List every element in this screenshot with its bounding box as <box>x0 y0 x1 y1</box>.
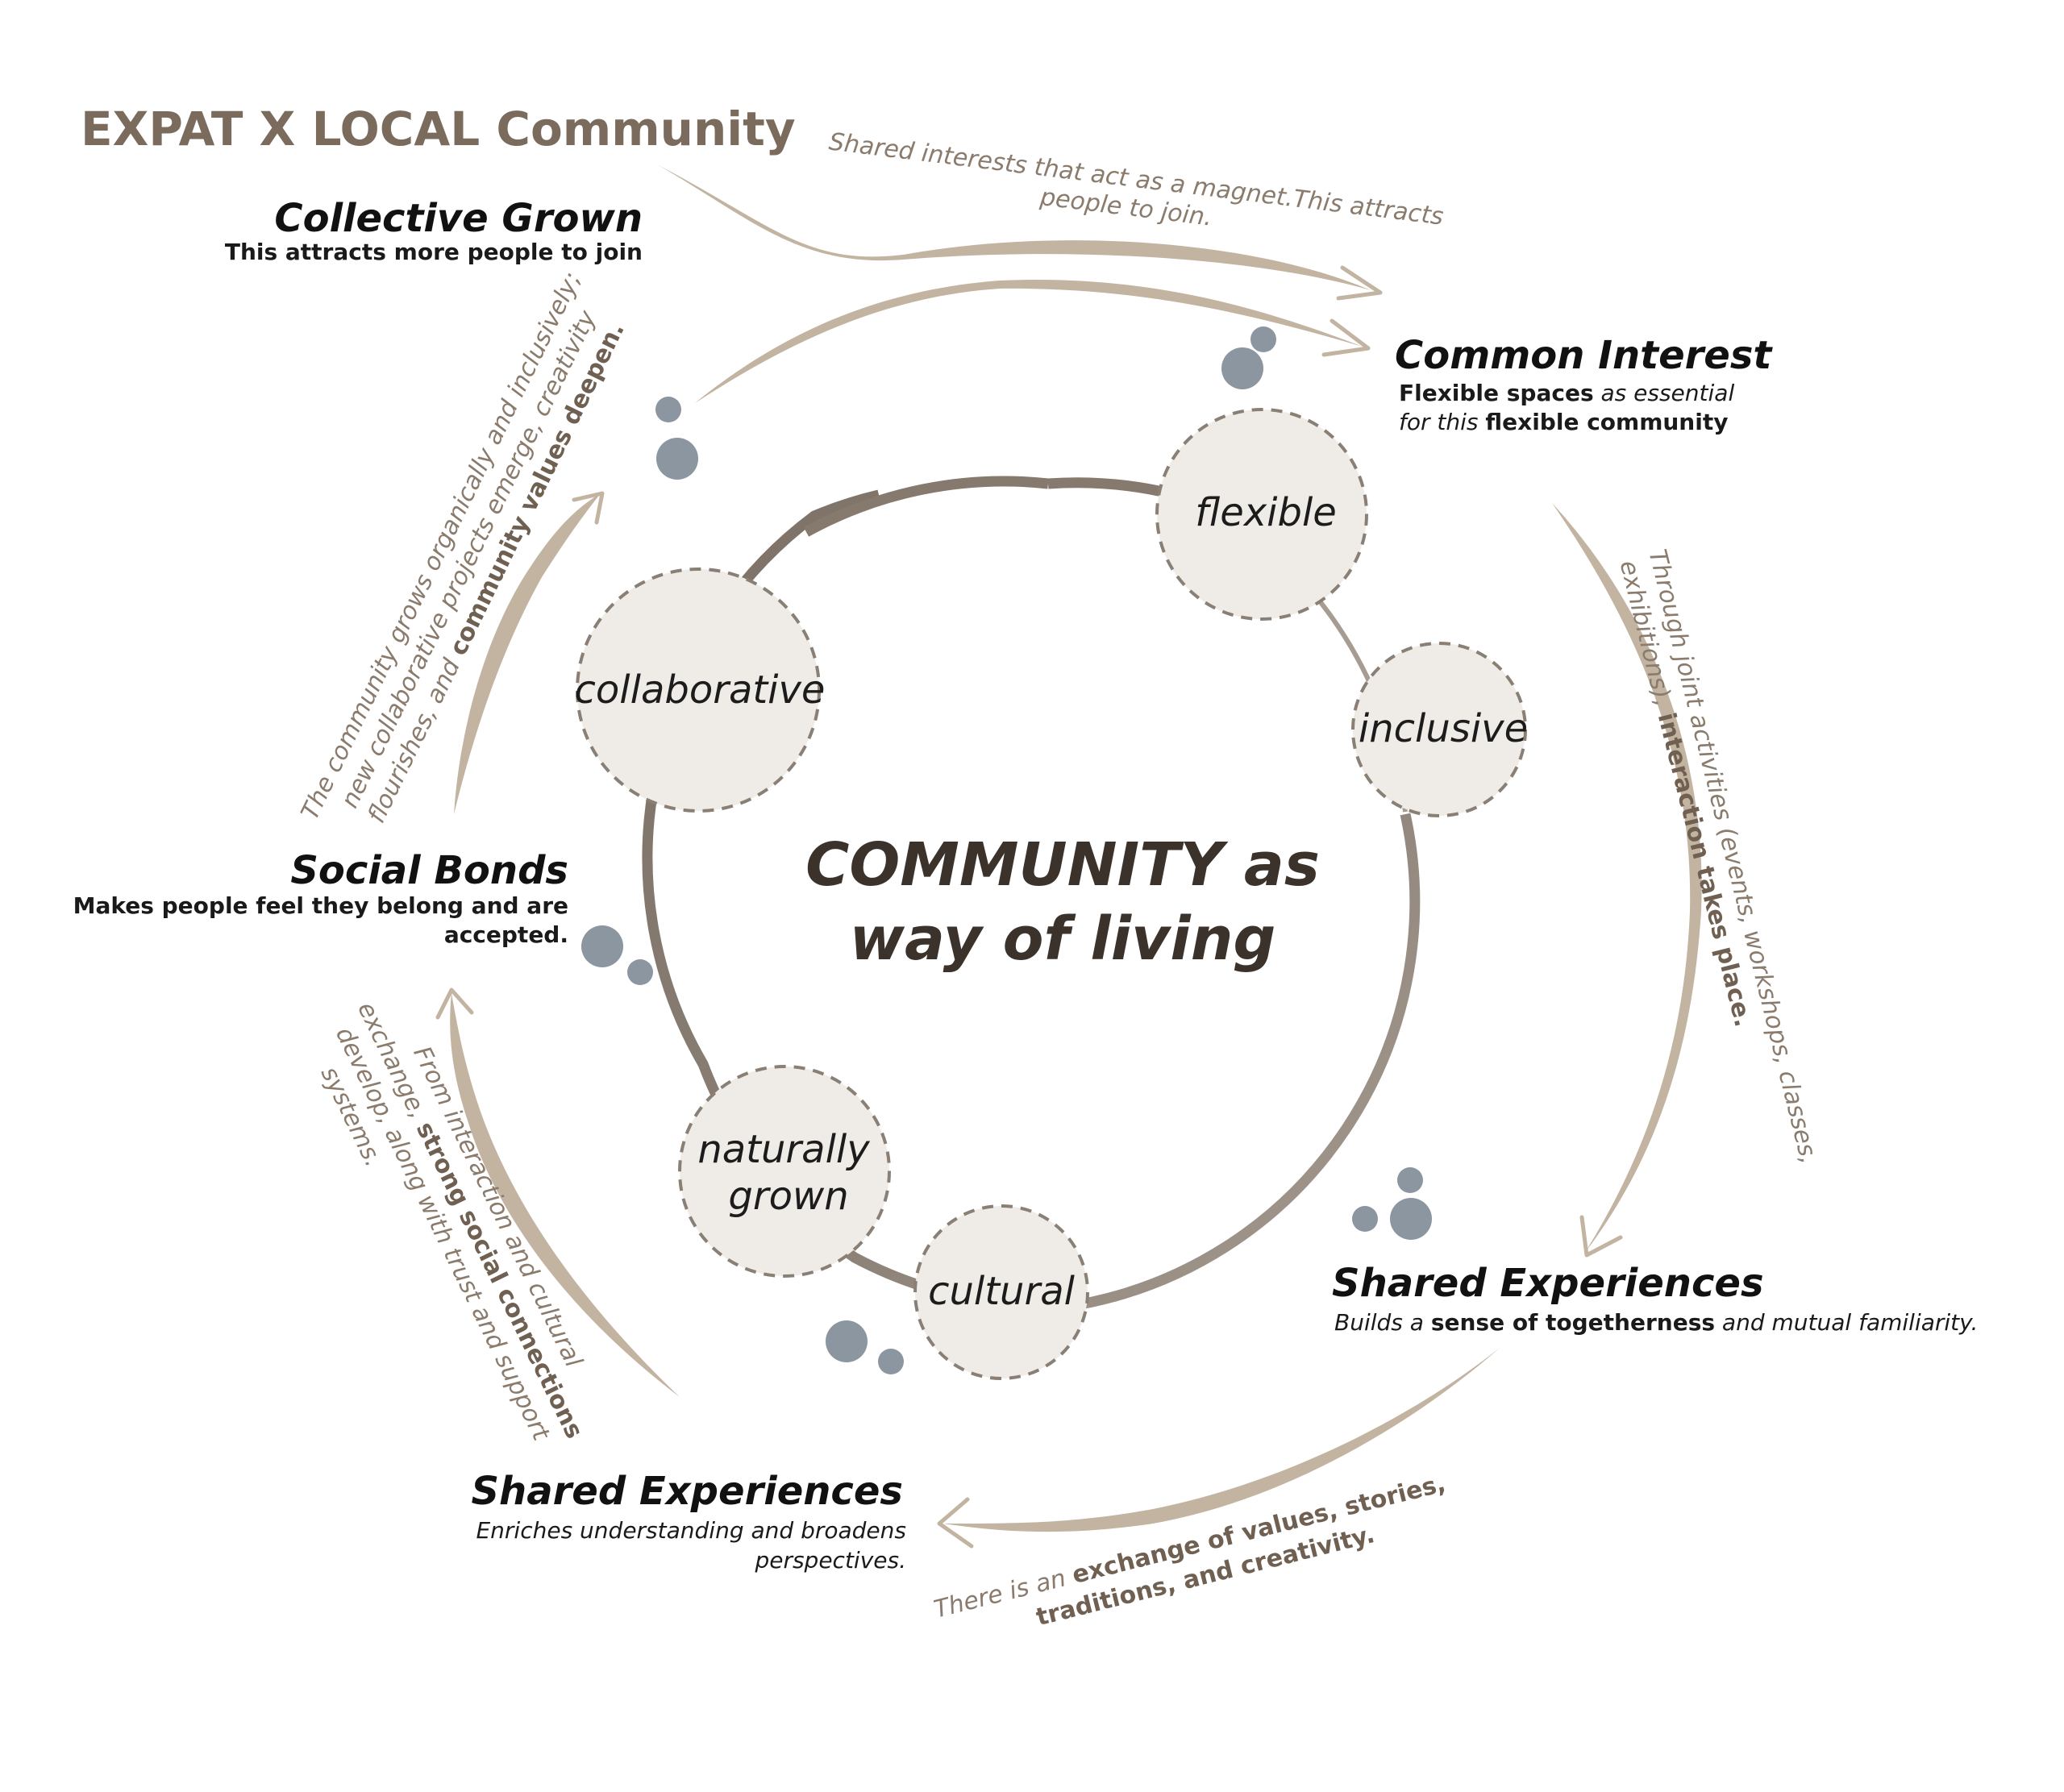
flow-left-upper-line1: The community grows organically and incl… <box>296 268 587 825</box>
swoosh-top-inner <box>695 279 1371 403</box>
stage-social-bonds-subtitle-line2: accepted. <box>444 921 568 948</box>
node-collaborative: collaborative <box>575 568 826 813</box>
stage-social-bonds-title: Social Bonds <box>290 848 568 893</box>
stage-shared-right-sub-bold: sense of togetherness <box>1431 1309 1715 1336</box>
flow-left-lower-line2: exchange, strong social connections <box>352 998 589 1444</box>
swoosh-top-outer <box>657 164 1383 301</box>
stage-shared-bottom-subtitle-line1: Enriches understanding and broadens <box>476 1517 906 1544</box>
stage-shared-right-title: Shared Experiences <box>1332 1261 1764 1306</box>
bubbles-right <box>1352 1167 1432 1240</box>
node-naturally-grown: naturally grown <box>678 1065 891 1278</box>
bubbles-bottom <box>826 1320 904 1374</box>
stage-shared-right-subtitle: Builds a sense of togetherness and mutua… <box>1334 1309 1978 1336</box>
stage-common-interest-subtitle-line2: for this flexible community <box>1399 409 1728 435</box>
node-naturally-label-line1: naturally <box>697 1127 870 1172</box>
flow-left-upper-text: The community grows organically and incl… <box>296 268 630 828</box>
node-cultural-label: cultural <box>928 1269 1076 1314</box>
swoosh-right <box>1552 503 1702 1258</box>
stage-common-interest-subtitle-line1: Flexible spaces as essential <box>1399 380 1734 406</box>
swoosh-left-lower <box>435 987 680 1397</box>
bubbles-top-left <box>655 397 698 480</box>
node-collaborative-label: collaborative <box>575 667 826 713</box>
node-cultural: cultural <box>913 1204 1089 1380</box>
stage-common-interest-sub-pre2: for this <box>1399 409 1485 435</box>
bubbles-left <box>581 925 653 985</box>
flow-bottom-text: There is an exchange of values, stories,… <box>931 1470 1448 1632</box>
node-flexible-label: flexible <box>1195 490 1337 535</box>
swoosh-bottom <box>937 1348 1500 1549</box>
node-inclusive: inclusive <box>1351 642 1528 817</box>
stage-common-interest-sub-rest1: as essential <box>1594 380 1735 406</box>
stage-collective-grown-title: Collective Grown <box>274 196 643 241</box>
node-naturally-label-line2: grown <box>728 1174 848 1219</box>
stage-shared-right-sub-post: and mutual familiarity. <box>1715 1309 1978 1336</box>
stage-shared-right-sub-pre: Builds a <box>1334 1309 1431 1336</box>
bubbles-top-right <box>1221 326 1276 389</box>
flow-top-text: Shared interests that act as a magnet.Th… <box>827 127 1445 231</box>
node-inclusive-label: inclusive <box>1359 706 1528 751</box>
stage-common-interest-title: Common Interest <box>1395 333 1773 378</box>
flow-right-text: Through joint activities (events, worksh… <box>1614 547 1823 1166</box>
diagram-title: EXPAT X LOCAL Community <box>81 102 796 156</box>
stage-common-interest-sub-bold2: flexible community <box>1485 409 1728 435</box>
stage-collective-grown-subtitle: This attracts more people to join <box>225 239 643 265</box>
center-title-line2: way of living <box>850 904 1276 974</box>
center-title-line1: COMMUNITY as <box>805 830 1320 900</box>
swoosh-left-upper <box>454 491 605 814</box>
node-flexible: flexible <box>1155 408 1368 621</box>
stage-shared-bottom-title: Shared Experiences <box>471 1469 903 1514</box>
stage-common-interest-sub-bold1: Flexible spaces <box>1399 380 1594 406</box>
stage-social-bonds-subtitle-line1: Makes people feel they belong and are <box>73 892 568 919</box>
flow-left-upper-line3: flourishes, and community values deepen. <box>362 318 630 827</box>
stage-shared-bottom-subtitle-line2: perspectives. <box>754 1547 906 1574</box>
